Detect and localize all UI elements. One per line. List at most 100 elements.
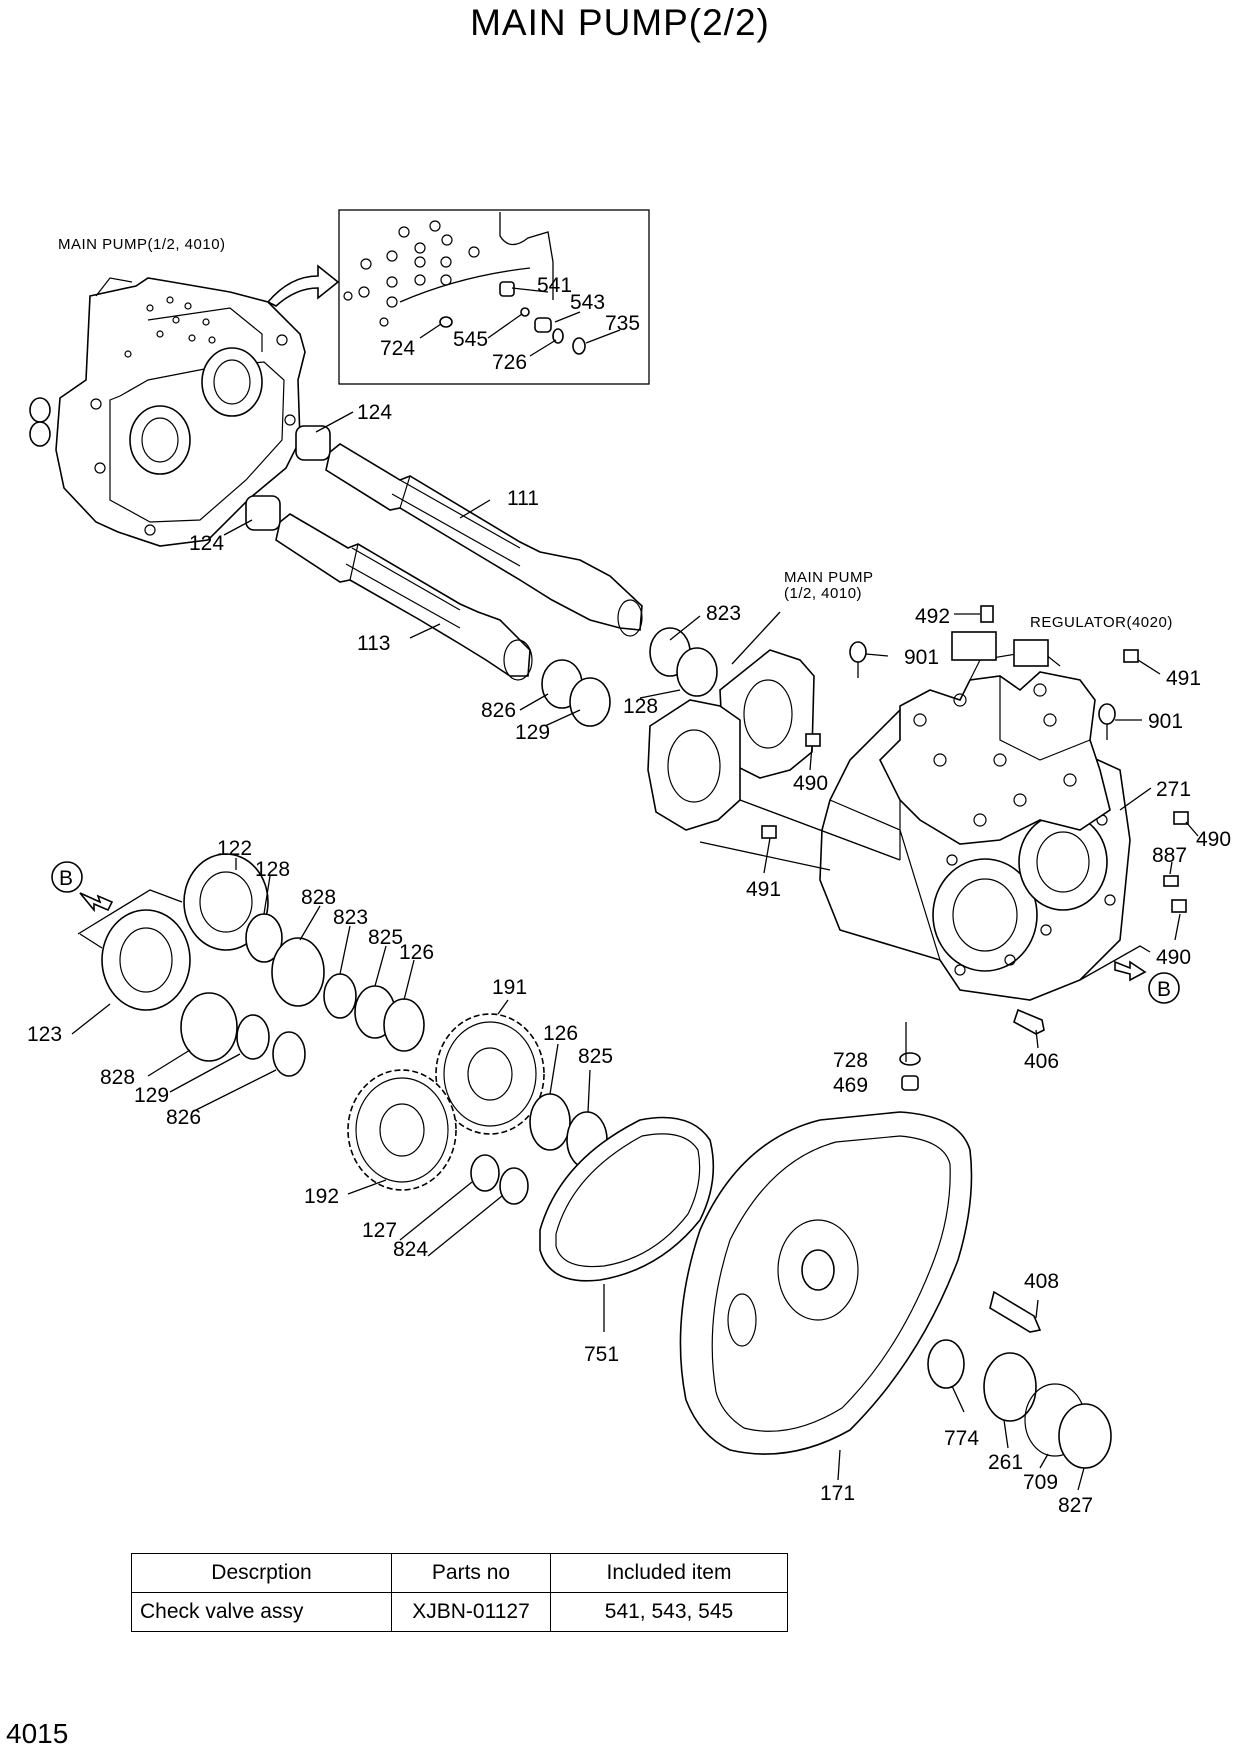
- callout-823b: 823: [333, 906, 368, 929]
- gear-192-part: [347, 1069, 457, 1191]
- inset-pointer-arrow: [266, 264, 340, 307]
- plug-469-part: [901, 1075, 919, 1091]
- callout-191: 191: [492, 976, 527, 999]
- callout-126a: 126: [399, 941, 434, 964]
- leader-lines: [71, 411, 1199, 1491]
- cell-parts-no: XJBN-01127: [391, 1592, 551, 1632]
- header-parts-no: Parts no: [391, 1553, 551, 1593]
- snap-ring-823b-part: [323, 973, 357, 1019]
- callout-408: 408: [1024, 1270, 1059, 1293]
- callout-123: 123: [27, 1023, 62, 1046]
- callout-724: 724: [380, 337, 415, 360]
- note-main-pump-2-line1: MAIN PUMP: [784, 569, 874, 586]
- callout-728: 728: [833, 1049, 868, 1072]
- plug-492-part: [980, 605, 994, 623]
- callout-113: 113: [357, 632, 390, 655]
- callout-825a: 825: [368, 926, 403, 949]
- section-b-left-label: B: [59, 867, 73, 890]
- section-b-left-marker: [51, 861, 114, 913]
- eye-bolt-901a-part: [849, 641, 867, 678]
- callout-128a: 128: [623, 695, 658, 718]
- eye-bolt-901b-part: [1098, 703, 1116, 740]
- callout-543: 543: [570, 291, 605, 314]
- callout-129b: 129: [134, 1084, 169, 1107]
- callout-490c: 490: [1156, 946, 1191, 969]
- bearing-123-part: [101, 909, 191, 1011]
- callout-122: 122: [217, 837, 252, 860]
- gear-191-part: [435, 1013, 545, 1135]
- shim-126a-part: [383, 998, 425, 1052]
- callout-826b: 826: [166, 1106, 201, 1129]
- cell-description: Check valve assy: [131, 1592, 392, 1632]
- callout-492: 492: [915, 605, 950, 628]
- needle-bearing-124a-part: [295, 425, 331, 461]
- table-header-row: Descrption Parts no Included item: [131, 1553, 788, 1593]
- callout-709: 709: [1023, 1471, 1058, 1494]
- callout-128b: 128: [255, 858, 290, 881]
- callout-545: 545: [453, 328, 488, 351]
- callout-124a: 124: [357, 401, 392, 424]
- gasket-751-part: [539, 1116, 715, 1282]
- bearing-122-part: [183, 853, 269, 951]
- cell-included-item: 541, 543, 545: [550, 1592, 788, 1632]
- callout-751: 751: [584, 1343, 619, 1366]
- header-included-item: Included item: [550, 1553, 788, 1593]
- regulator-part: [879, 631, 1111, 845]
- callout-261: 261: [988, 1451, 1023, 1474]
- oil-seal-774-part: [927, 1339, 965, 1389]
- note-main-pump-1: MAIN PUMP(1/2, 4010): [58, 236, 226, 253]
- bearing-261-part: [983, 1352, 1037, 1422]
- drive-shaft-111-part: [325, 443, 643, 637]
- callout-541: 541: [537, 274, 572, 297]
- callout-491a: 491: [1166, 667, 1201, 690]
- callout-490b: 490: [1196, 828, 1231, 851]
- callout-490a: 490: [793, 772, 828, 795]
- callout-735: 735: [605, 312, 640, 335]
- part-callouts: 541 543 735 724 545 726 124 124 111 113 …: [27, 274, 1231, 1517]
- callout-111: 111: [507, 487, 539, 510]
- header-description: Descrption: [131, 1553, 392, 1593]
- page-title: MAIN PUMP(2/2): [470, 2, 770, 43]
- callout-827: 827: [1058, 1494, 1093, 1517]
- table-row: Check valve assy XJBN-01127 541, 543, 54…: [131, 1592, 788, 1632]
- callout-824: 824: [393, 1238, 428, 1261]
- snap-ring-826b-part: [272, 1031, 306, 1077]
- callout-271: 271: [1156, 778, 1191, 801]
- section-b-right-label: B: [1157, 978, 1171, 1001]
- note-main-pump-2-line2: (1/2, 4010): [784, 585, 862, 602]
- callout-129a: 129: [515, 721, 550, 744]
- callout-828a: 828: [301, 886, 336, 909]
- gear-case-171-part: [679, 1111, 973, 1455]
- section-b-right-marker: [1114, 960, 1180, 1004]
- callout-825b: 825: [578, 1045, 613, 1068]
- callout-826a: 826: [481, 699, 516, 722]
- note-regulator: REGULATOR(4020): [1030, 614, 1173, 631]
- snap-ring-828a-part: [271, 937, 325, 1007]
- callout-127: 127: [362, 1219, 397, 1242]
- snap-ring-824-part: [499, 1167, 529, 1205]
- callout-823a: 823: [706, 602, 741, 625]
- bolt-406-part: [1013, 1008, 1045, 1035]
- shim-128a-part: [676, 647, 718, 697]
- o-ring-728-part: [899, 1052, 921, 1066]
- plug-491a-part: [1123, 649, 1139, 663]
- callout-126b: 126: [543, 1022, 578, 1045]
- drive-shaft-113-part: [275, 513, 533, 681]
- shim-129b-part: [236, 1014, 270, 1060]
- bolt-408-part: [989, 1290, 1042, 1333]
- plug-491b-part: [761, 825, 777, 839]
- callout-192: 192: [304, 1185, 339, 1208]
- page-number: 4015: [6, 1718, 69, 1749]
- callout-774: 774: [944, 1427, 979, 1450]
- snap-ring-828b-part: [180, 992, 238, 1062]
- callout-469: 469: [833, 1074, 868, 1097]
- pin-887-part: [1163, 875, 1179, 887]
- shim-126b-part: [529, 1093, 571, 1151]
- parts-table: Descrption Parts no Included item Check …: [131, 1553, 788, 1632]
- gear-case-plate-parts: [647, 649, 815, 831]
- front-cover-part: [29, 277, 306, 547]
- callout-406: 406: [1024, 1050, 1059, 1073]
- callout-901b: 901: [1148, 710, 1183, 733]
- shim-129a-part: [569, 677, 611, 727]
